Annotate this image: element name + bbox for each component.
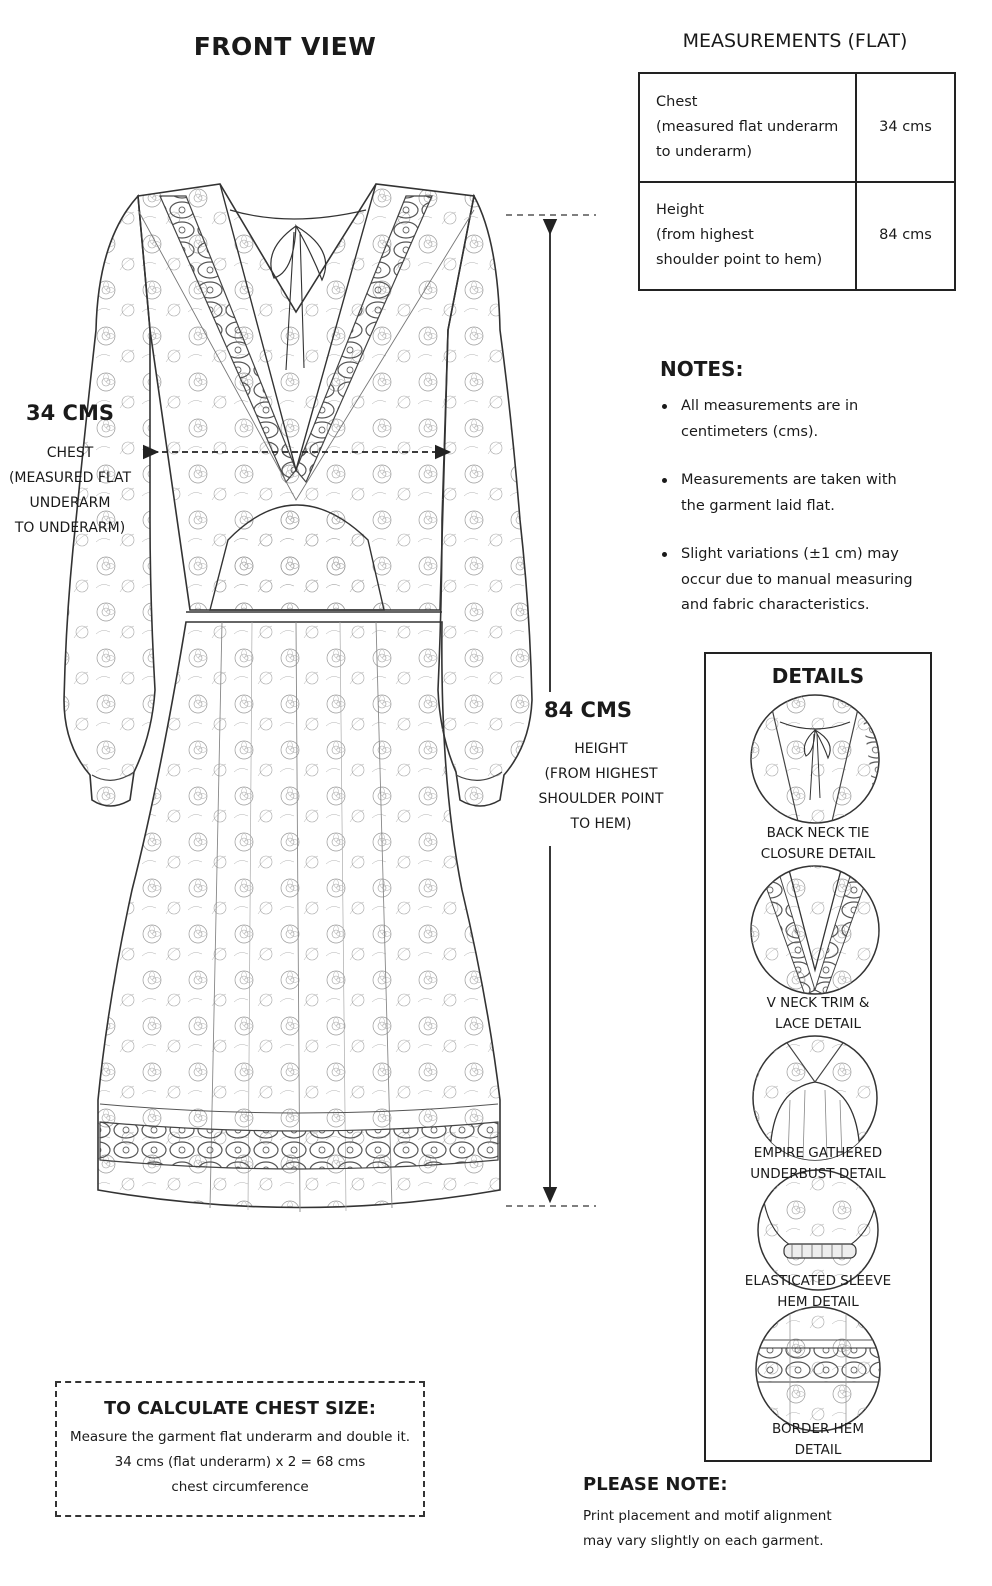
detail-caption-line: ELASTICATED SLEEVE [744, 1273, 892, 1289]
list-item: Measurements are taken with the garment … [660, 468, 960, 519]
detail-caption-v-neck-trim: V NECK TRIM & LACE DETAIL [704, 993, 932, 1035]
calc-line: 34 cms (flat underarm) x 2 = 68 cms [114, 1454, 366, 1470]
height-label-cell: Height (from highest shoulder point to h… [638, 180, 857, 291]
detail-caption-line: V NECK TRIM & [766, 995, 870, 1011]
please-note-line: Print placement and motif alignment [583, 1508, 832, 1524]
height-dimension-line: SHOULDER POINT [538, 791, 664, 807]
height-dimension-label: HEIGHT (FROM HIGHEST SHOULDER POINT TO H… [526, 737, 676, 837]
height-dimension-line: TO HEM) [570, 816, 632, 832]
detail-caption-line: BACK NECK TIE [766, 825, 870, 841]
table-row: Chest (measured flat underarm to underar… [638, 72, 956, 183]
note-line: the garment laid flat. [681, 497, 835, 514]
chest-dimension-value: 34 CMS [26, 401, 114, 425]
chest-dimension-line: CHEST [46, 445, 94, 461]
detail-caption-line: HEM DETAIL [777, 1294, 859, 1310]
please-note-title: PLEASE NOTE: [583, 1474, 728, 1495]
notes-list: All measurements are in centimeters (cms… [660, 394, 960, 642]
details-title: DETAILS [771, 664, 865, 688]
note-line: occur due to manual measuring [681, 571, 913, 588]
table-row: Height (from highest shoulder point to h… [638, 180, 956, 291]
height-label: Height [656, 202, 704, 219]
note-line: Measurements are taken with [681, 472, 897, 488]
height-label-detail: shoulder point to hem) [656, 252, 823, 269]
note-line: Slight variations (±1 cm) may [681, 546, 899, 562]
empire-underbust-icon [752, 1035, 878, 1161]
please-note-text: Print placement and motif alignment may … [583, 1504, 883, 1554]
chest-dimension-line: TO UNDERARM) [14, 520, 126, 536]
please-note-line: may vary slightly on each garment. [583, 1533, 824, 1549]
details-panel [704, 652, 932, 1462]
chest-dimension-line: (MEASURED FLAT [8, 470, 132, 486]
list-item: All measurements are in centimeters (cms… [660, 394, 960, 445]
measurements-title: MEASUREMENTS (FLAT) [682, 30, 908, 52]
front-view-title: FRONT VIEW [193, 32, 377, 61]
chest-dimension-line: UNDERARM [29, 495, 111, 511]
calc-line: chest circumference [171, 1479, 309, 1495]
detail-caption-line: UNDERBUST DETAIL [750, 1166, 886, 1182]
chest-value: 34 cms [855, 72, 956, 183]
chest-calculation-box: TO CALCULATE CHEST SIZE: Measure the gar… [55, 1381, 425, 1517]
height-label-detail: (from highest [656, 227, 754, 244]
detail-caption-line: CLOSURE DETAIL [760, 846, 876, 862]
measurements-table: Chest (measured flat underarm to underar… [638, 72, 956, 291]
detail-caption-line: BORDER HEM [772, 1421, 864, 1437]
detail-caption-back-neck-tie: BACK NECK TIE CLOSURE DETAIL [704, 823, 932, 865]
note-line: and fabric characteristics. [681, 597, 870, 613]
list-item: Slight variations (±1 cm) may occur due … [660, 542, 960, 619]
height-value: 84 cms [855, 180, 956, 291]
chest-label-detail: (measured flat underarm [656, 118, 839, 135]
chest-label-detail: to underarm) [656, 143, 753, 160]
chest-label: Chest [656, 93, 698, 110]
elastic-sleeve-hem-icon [757, 1169, 879, 1291]
notes-title: NOTES: [660, 357, 744, 381]
border-hem-icon [755, 1306, 881, 1432]
detail-caption-line: DETAIL [794, 1442, 842, 1458]
v-neck-trim-icon [750, 865, 880, 995]
height-dimension-value: 84 CMS [544, 698, 632, 722]
calc-line: Measure the garment flat underarm and do… [69, 1429, 411, 1445]
calc-title: TO CALCULATE CHEST SIZE: [104, 1399, 376, 1419]
note-line: All measurements are in [681, 398, 859, 414]
chest-dimension-label: CHEST (MEASURED FLAT UNDERARM TO UNDERAR… [0, 441, 140, 541]
chest-label-cell: Chest (measured flat underarm to underar… [638, 72, 857, 183]
back-neck-tie-icon [750, 694, 880, 824]
detail-caption-border-hem: BORDER HEM DETAIL [704, 1419, 932, 1461]
height-dimension-line: HEIGHT [574, 741, 628, 757]
detail-caption-empire-underbust: EMPIRE GATHERED UNDERBUST DETAIL [704, 1143, 932, 1185]
detail-caption-line: LACE DETAIL [775, 1016, 861, 1032]
height-dimension-line: (FROM HIGHEST [544, 766, 658, 782]
note-line: centimeters (cms). [681, 423, 819, 440]
detail-caption-elastic-sleeve: ELASTICATED SLEEVE HEM DETAIL [704, 1271, 932, 1313]
detail-caption-line: EMPIRE GATHERED [753, 1145, 883, 1161]
